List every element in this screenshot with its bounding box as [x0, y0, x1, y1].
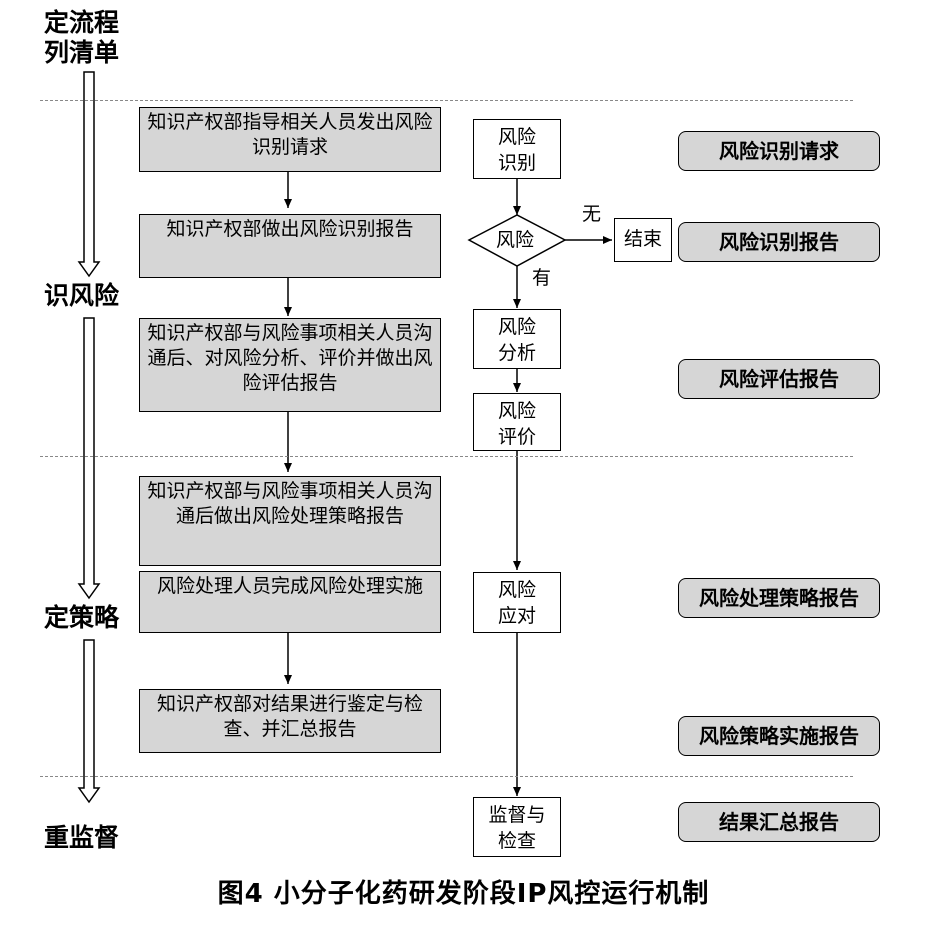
decision-label: 风险: [496, 229, 535, 251]
figure-caption: 图4 小分子化药研发阶段IP风控运行机制: [217, 879, 710, 909]
flow-box-monitor: 监督与 检查: [473, 797, 561, 857]
stage-arrow-1: [77, 71, 101, 278]
step-box: 知识产权部做出风险识别报告: [139, 214, 441, 278]
stage-label-identify-risk: 识风险: [44, 281, 120, 310]
report-box: 风险处理策略报告: [678, 578, 880, 618]
step-box: 知识产权部指导相关人员发出风险识别请求: [139, 107, 441, 172]
step-box: 知识产权部与风险事项相关人员沟通后、对风险分析、评价并做出风险评估报告: [139, 318, 441, 412]
stage-label-monitor: 重监督: [44, 823, 120, 852]
report-box: 风险策略实施报告: [678, 716, 880, 756]
stage-separator: [40, 456, 853, 457]
flow-box-evaluate: 风险 评价: [473, 393, 561, 451]
flow-box-analyze: 风险 分析: [473, 309, 561, 369]
stage-separator: [40, 776, 853, 777]
stage-label-define-process: 定流程 列清单: [44, 8, 120, 67]
flow-box-identify: 风险 识别: [473, 119, 561, 179]
stage-arrow-2: [77, 317, 101, 600]
report-box: 风险识别请求: [678, 131, 880, 171]
no-branch-label: 无: [582, 203, 602, 225]
report-box: 风险识别报告: [678, 222, 880, 262]
step-box: 知识产权部对结果进行鉴定与检查、并汇总报告: [139, 689, 441, 753]
yes-branch-label: 有: [532, 267, 552, 289]
stage-separator: [40, 100, 853, 101]
step-box: 风险处理人员完成风险处理实施: [139, 571, 441, 633]
report-box: 结果汇总报告: [678, 802, 880, 842]
step-box: 知识产权部与风险事项相关人员沟通后做出风险处理策略报告: [139, 476, 441, 566]
flow-box-respond: 风险 应对: [473, 572, 561, 633]
flow-box-end: 结束: [614, 218, 672, 262]
decision-diamond: [467, 214, 567, 267]
stage-arrow-3: [77, 639, 101, 804]
report-box: 风险评估报告: [678, 359, 880, 399]
stage-label-define-strategy: 定策略: [44, 603, 120, 632]
